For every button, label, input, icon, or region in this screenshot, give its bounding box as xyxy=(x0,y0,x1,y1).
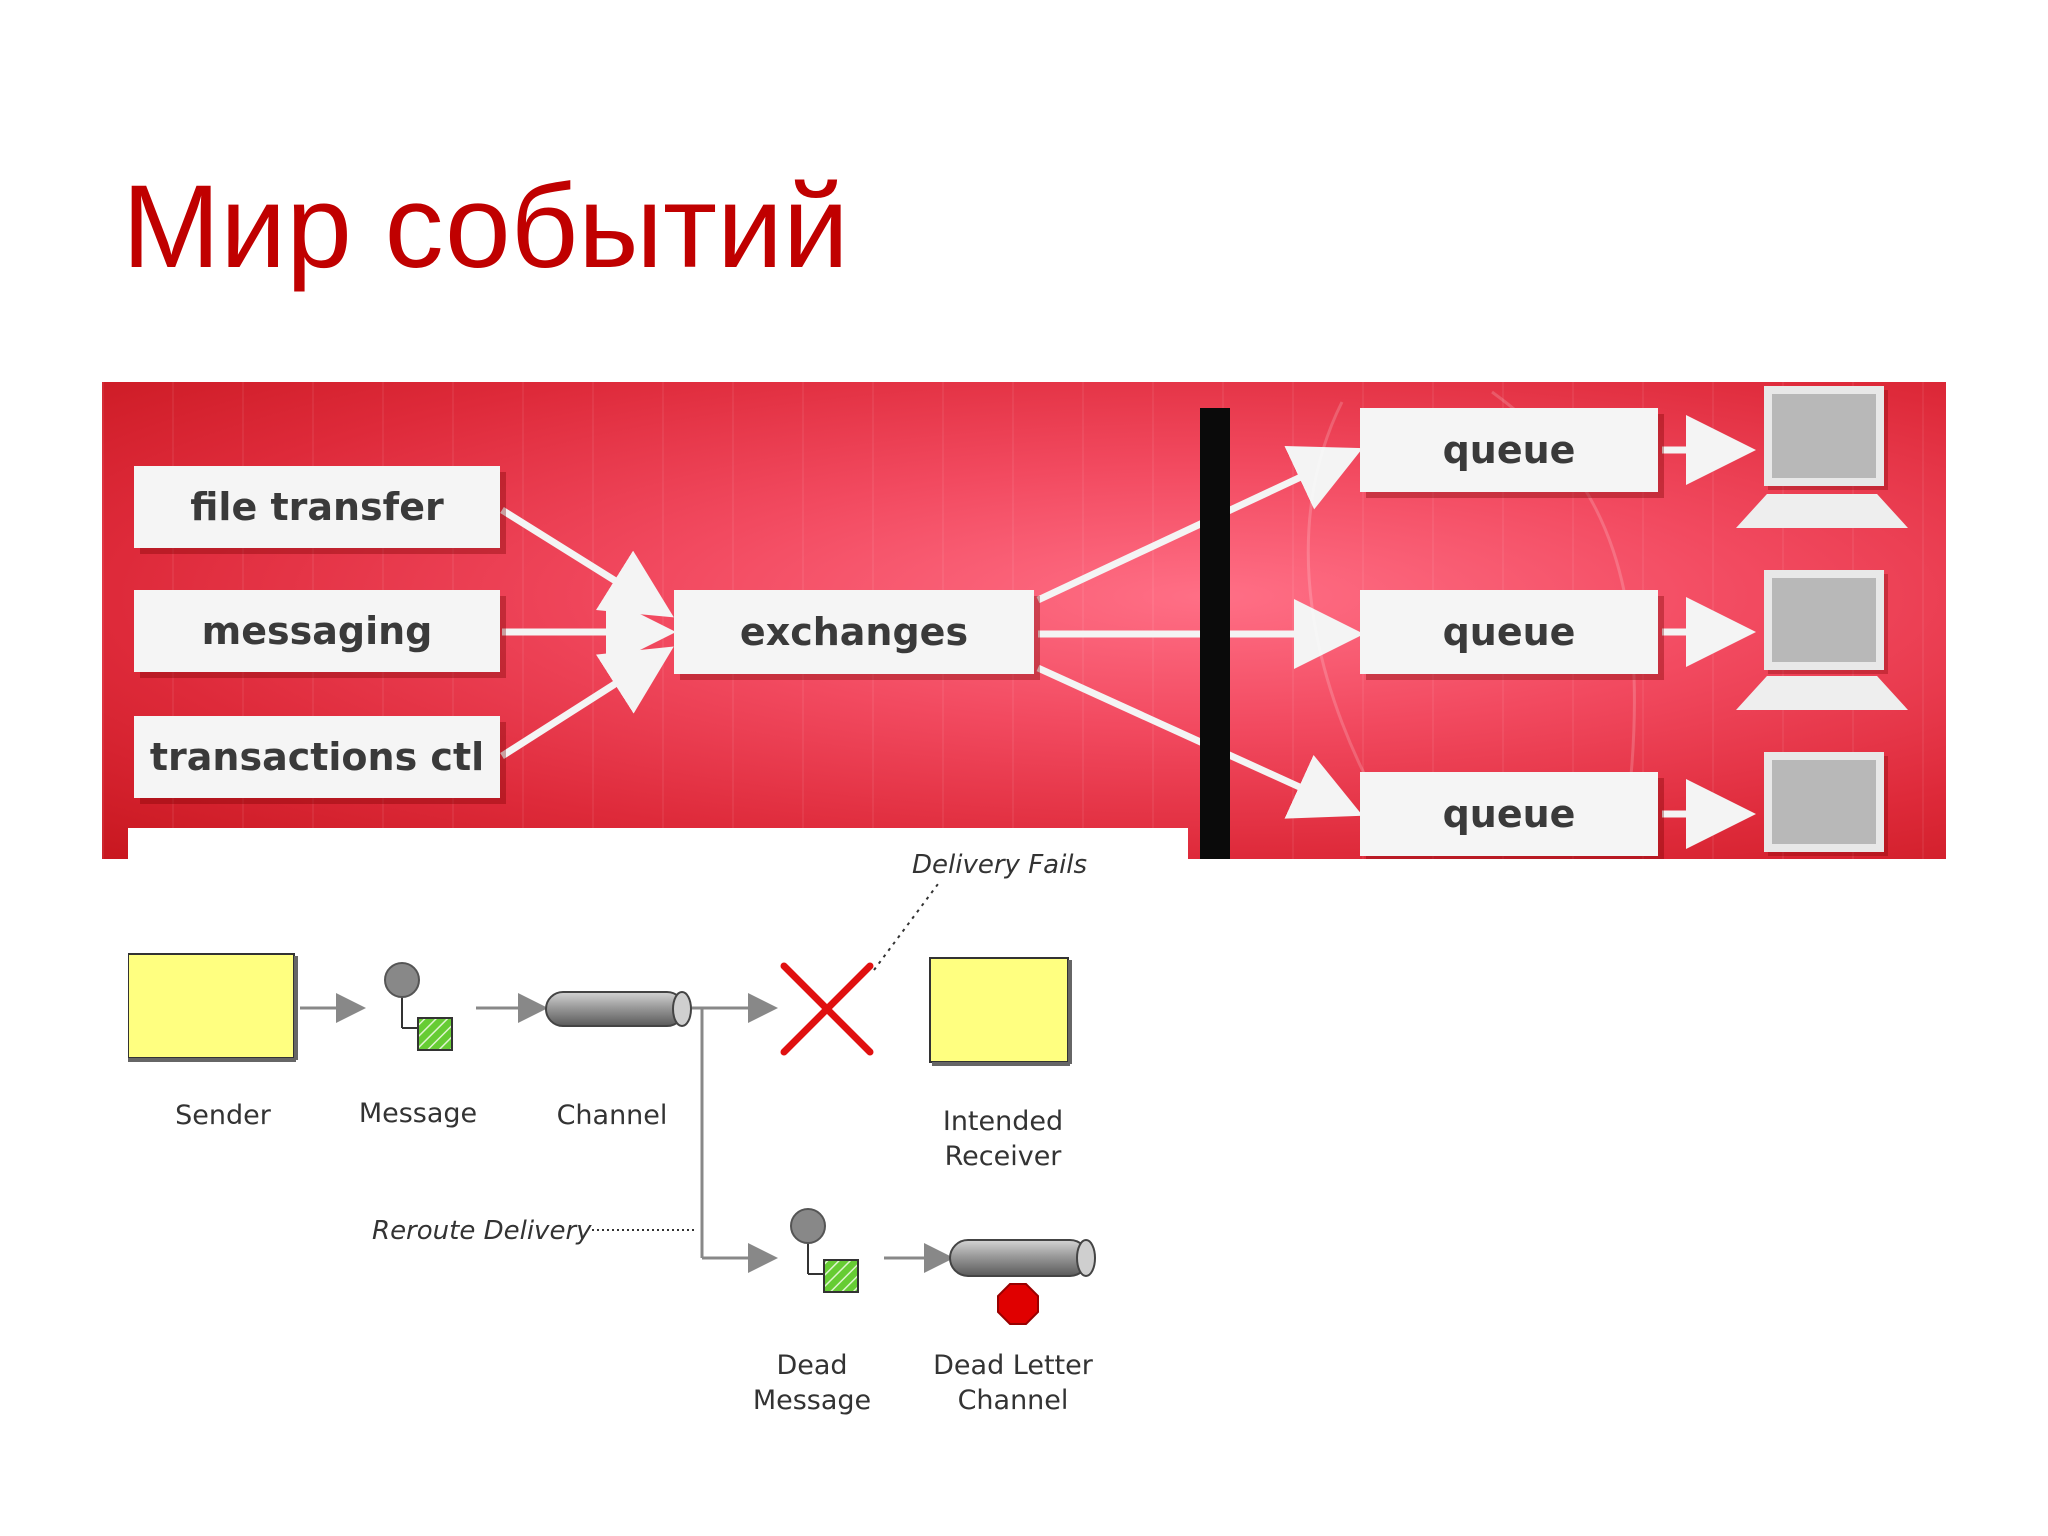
sender-label: Sender xyxy=(175,1100,271,1131)
arrow-file-transfer xyxy=(500,507,674,618)
source-messaging: messaging xyxy=(134,590,500,672)
consumer-monitor-icon xyxy=(1764,570,1884,670)
channel-pipe-icon xyxy=(545,991,692,1027)
source-file-transfer: file transfer xyxy=(134,466,500,548)
intended-receiver-endpoint xyxy=(929,957,1069,1063)
queue-3: queue xyxy=(1360,772,1658,856)
consumer-monitor-icon xyxy=(1764,386,1884,486)
sender-endpoint xyxy=(128,953,295,1059)
dlc-graphics xyxy=(128,883,1096,1325)
channel-label: Channel xyxy=(556,1100,668,1131)
consumer-keyboard-icon xyxy=(1736,494,1908,528)
routing-barrier xyxy=(1200,408,1230,859)
dead-letter-channel-diagram: Sender Message Channel Intended Receiver… xyxy=(128,828,1188,1448)
stop-icon xyxy=(997,1283,1039,1325)
exchanges-box: exchanges xyxy=(674,590,1034,674)
arrow-queue-3 xyxy=(1036,664,1363,819)
dead-message-label: Dead Message xyxy=(752,1350,872,1416)
queue-2: queue xyxy=(1360,590,1658,674)
dead-letter-channel-label: Dead Letter Channel xyxy=(933,1350,1093,1416)
arrow-transactions xyxy=(500,646,674,759)
delivery-fail-icon xyxy=(780,962,874,1056)
arrow-queue-1 xyxy=(1036,446,1363,604)
intended-receiver-label: Intended Receiver xyxy=(942,1106,1064,1172)
slide-title: Мир событий xyxy=(122,161,849,293)
source-transactions-ctl: transactions ctl xyxy=(134,716,500,798)
message-label: Message xyxy=(358,1098,478,1129)
dead-message-icon xyxy=(790,1208,859,1293)
reroute-delivery-note: Reroute Delivery xyxy=(372,1216,592,1246)
queue-1: queue xyxy=(1360,408,1658,492)
dead-letter-channel-pipe-icon xyxy=(949,1239,1096,1277)
delivery-fails-note: Delivery Fails xyxy=(912,850,1088,880)
message-icon xyxy=(384,962,453,1051)
consumer-keyboard-icon xyxy=(1736,676,1908,710)
amqp-routing-diagram: file transfer messaging transactions ctl… xyxy=(102,382,1946,859)
consumer-monitor-icon xyxy=(1764,752,1884,852)
